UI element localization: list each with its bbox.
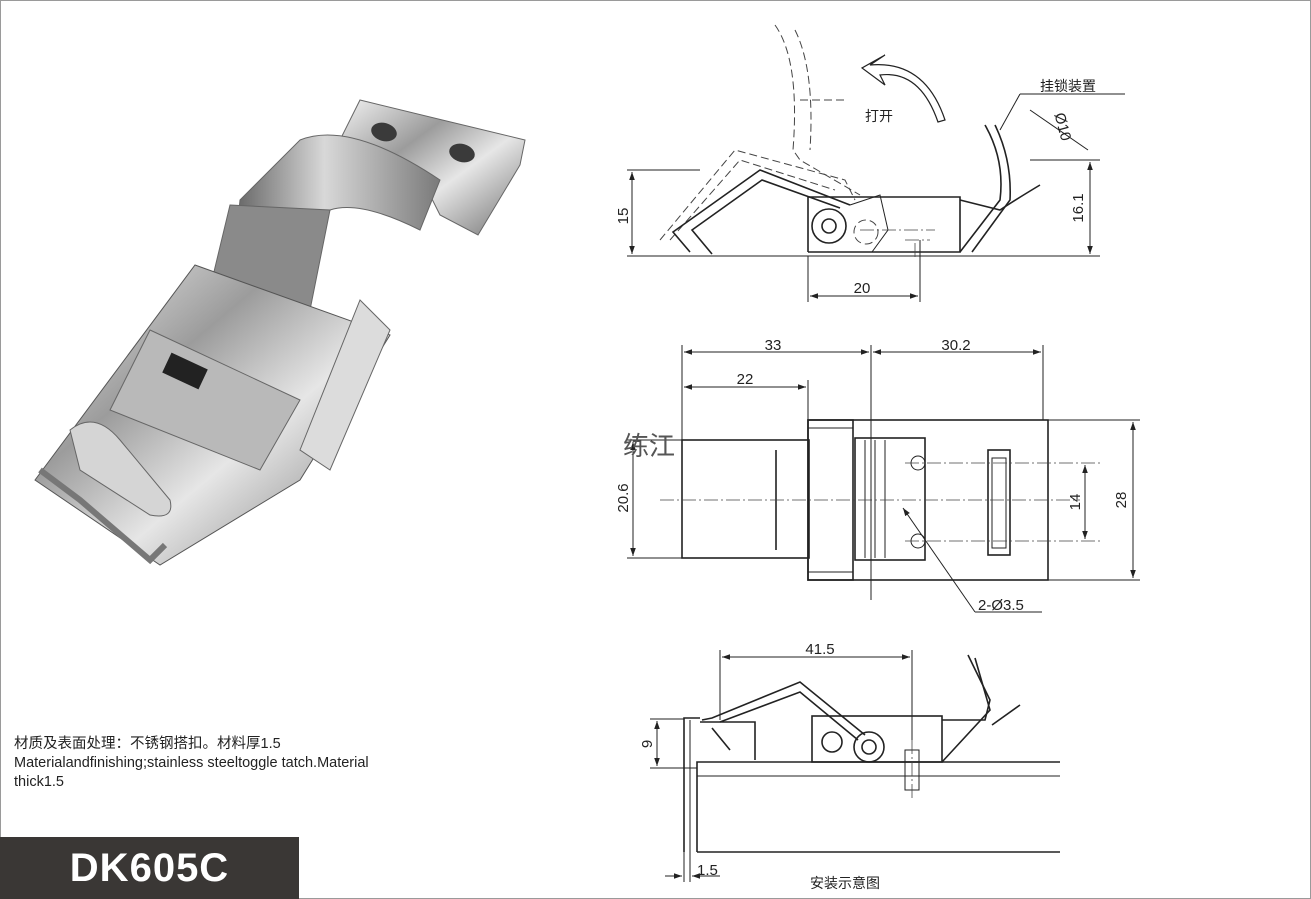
dim-14: 14	[1067, 494, 1084, 511]
material-cn: 材质及表面处理：不锈钢搭扣。材料厚1.5	[14, 736, 281, 752]
dim-1-5: 1.5	[697, 862, 718, 879]
dim-33: 33	[765, 337, 782, 354]
dim-30-2: 30.2	[941, 337, 970, 354]
dim-lock-hole: Ø10	[1050, 111, 1074, 143]
product-photo	[34, 99, 526, 566]
dim-22: 22	[737, 371, 754, 388]
dim-holes: 2-Ø3.5	[978, 597, 1024, 614]
material-en-line1: Materialandfinishing;stainless steeltogg…	[14, 755, 369, 771]
dim-15: 15	[615, 208, 632, 225]
dim-41-5: 41.5	[805, 641, 834, 658]
side-view: 15 20 16.1 Ø10 挂锁装置 打开	[615, 24, 1125, 302]
model-number-band: DK605C	[0, 837, 299, 899]
dim-9: 9	[639, 740, 656, 748]
lock-device-label: 挂锁装置	[1040, 79, 1096, 95]
dim-16-1: 16.1	[1070, 193, 1087, 222]
top-view: 33 30.2 22 20.6 14 28 2-Ø3.5 练江	[615, 337, 1140, 614]
watermark: 练江	[623, 432, 675, 462]
material-description: 材质及表面处理：不锈钢搭扣。材料厚1.5 Materialandfinishin…	[14, 735, 464, 792]
material-en-line2: thick1.5	[14, 774, 64, 790]
install-view: 41.5 9 1.5 安装示意图	[639, 641, 1060, 892]
install-caption: 安装示意图	[810, 875, 880, 892]
open-label: 打开	[865, 108, 893, 125]
dim-20-6: 20.6	[615, 483, 632, 512]
dim-20: 20	[854, 280, 871, 297]
dim-28: 28	[1113, 492, 1130, 509]
